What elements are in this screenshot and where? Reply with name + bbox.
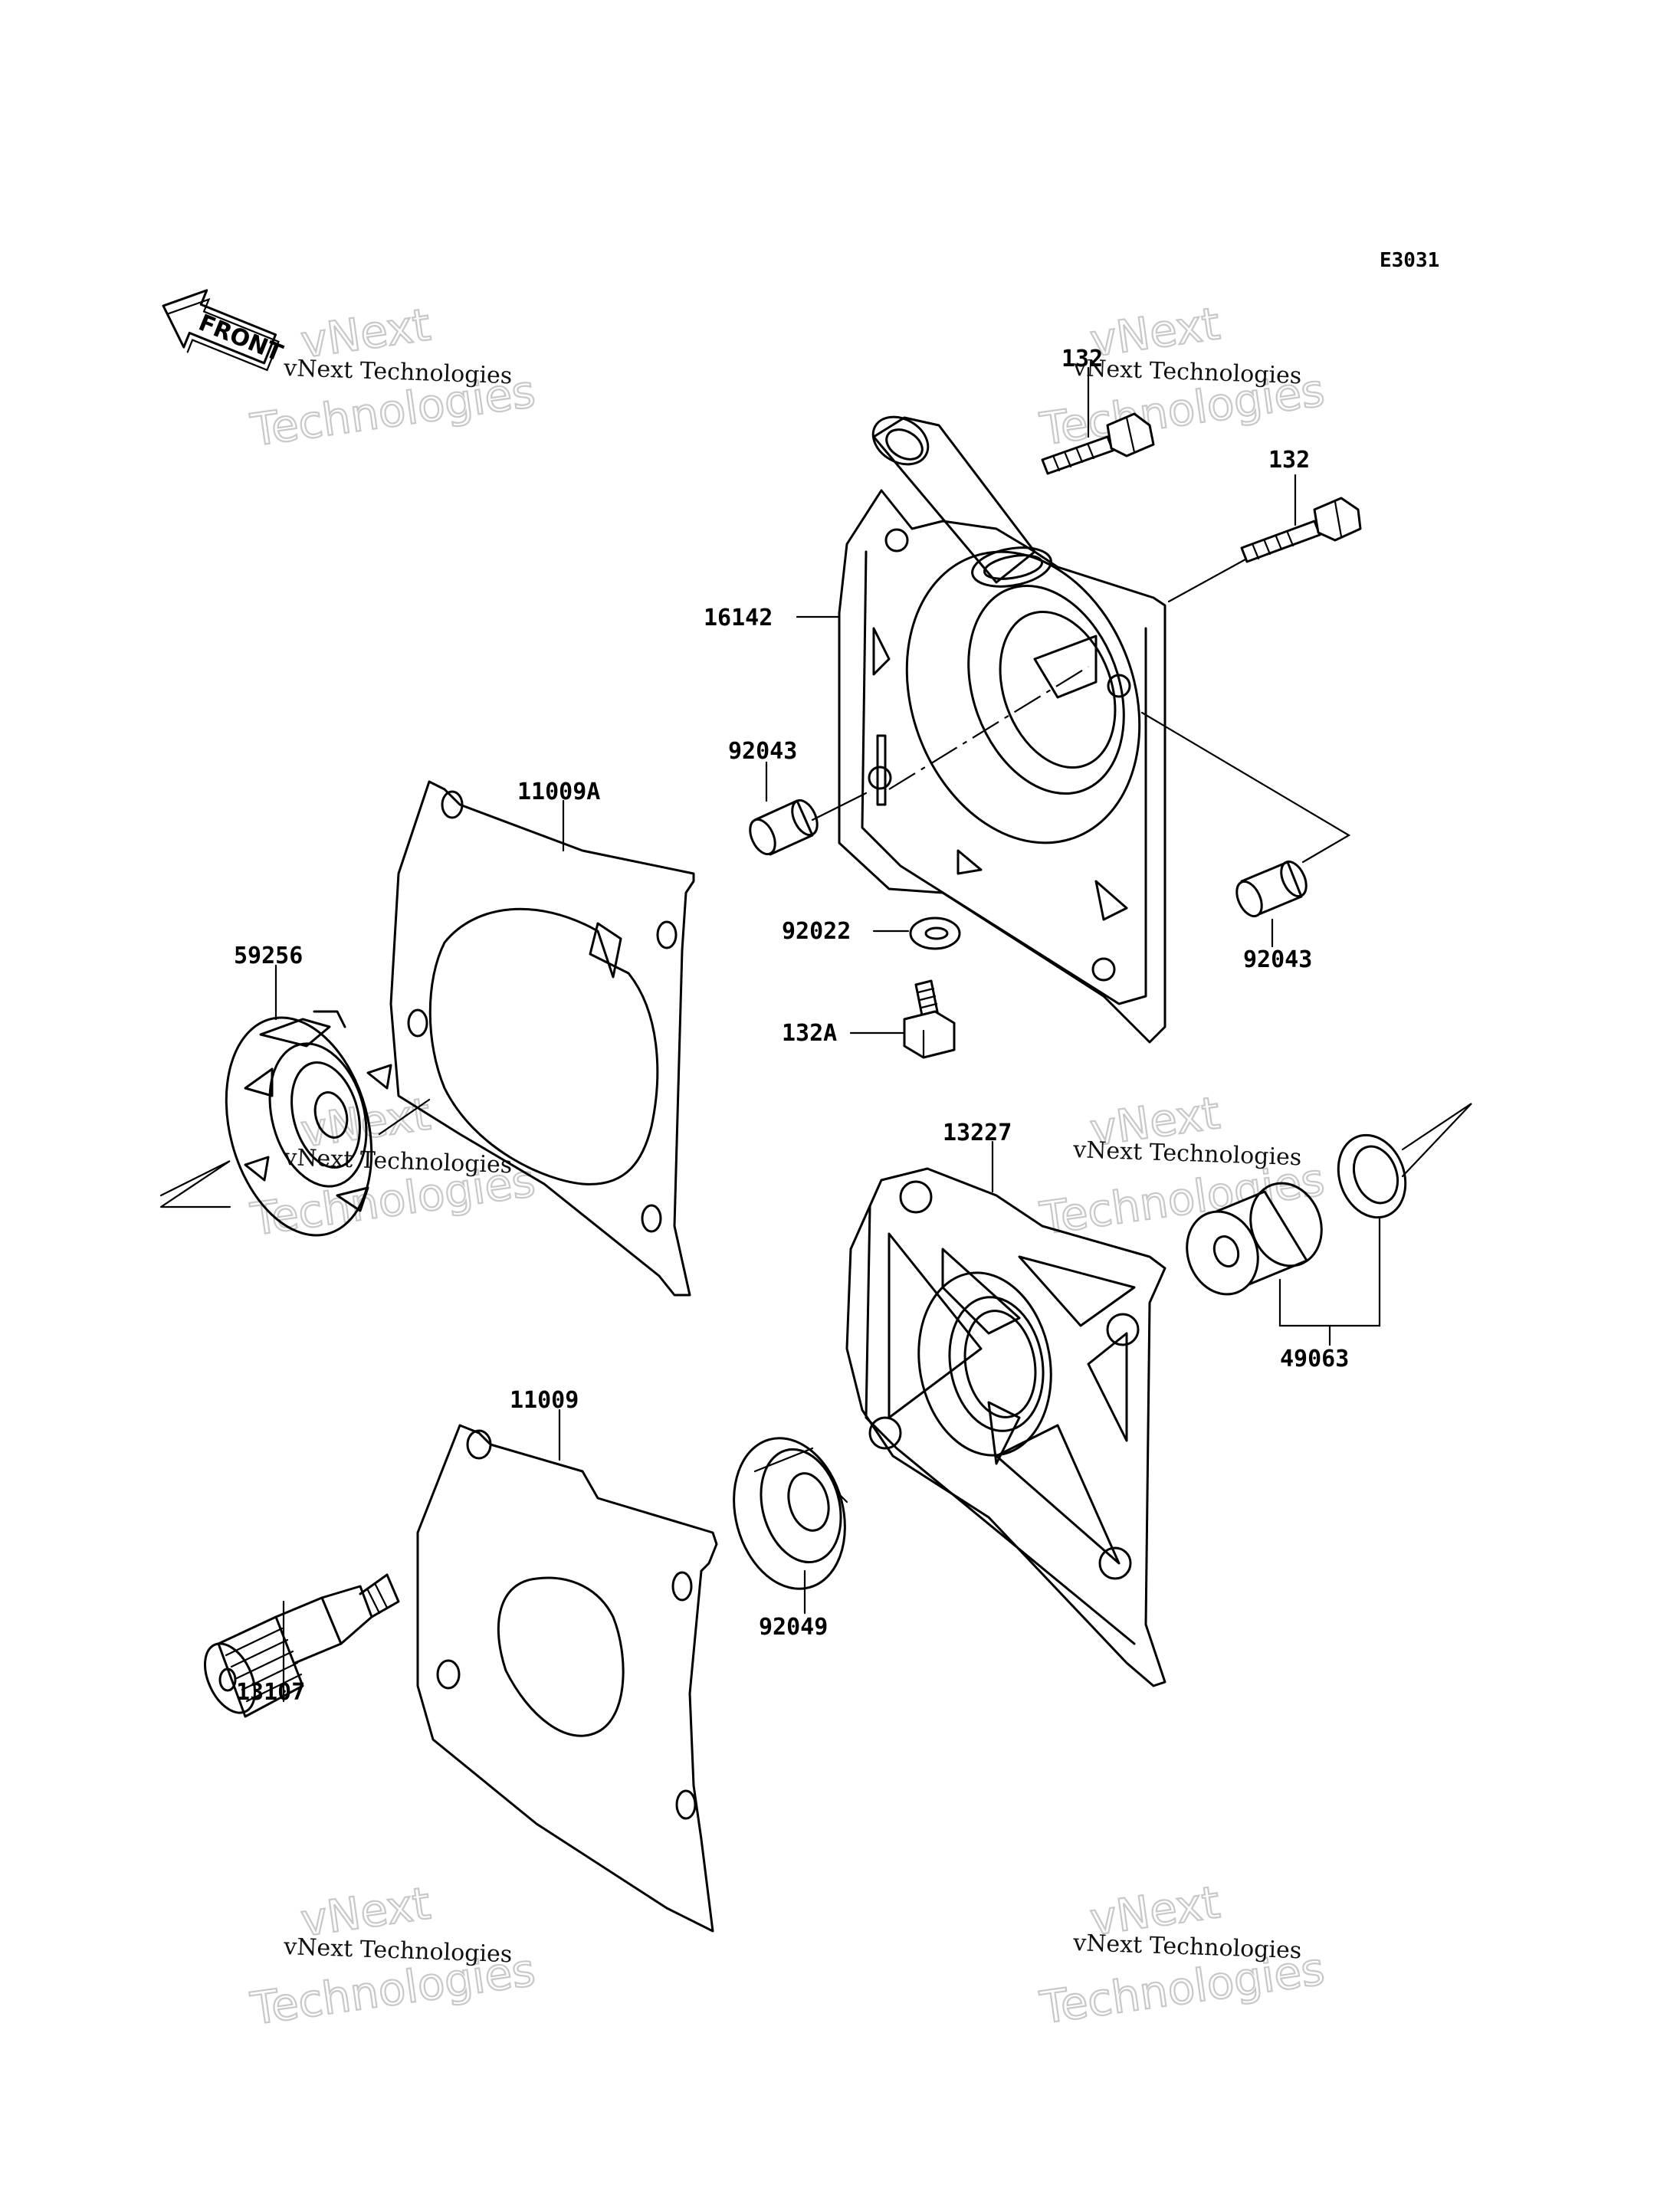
part-92022-washer	[909, 917, 961, 950]
part-49063-seal-set	[1186, 1133, 1407, 1296]
part-11009A-gasket	[389, 780, 695, 1297]
label-92043-left: 92043	[728, 738, 797, 765]
part-13107-sensor	[204, 1573, 400, 1718]
part-92043-dowel-right	[1235, 860, 1308, 918]
part-59256-impeller	[225, 1010, 392, 1237]
label-92043-right: 92043	[1243, 946, 1312, 973]
label-13227: 13227	[943, 1120, 1012, 1146]
label-59256: 59256	[234, 943, 303, 969]
watermark-text-top-right: vNext Technologies	[1072, 355, 1302, 389]
diagram-code: E3031	[1380, 249, 1439, 272]
part-11009-gasket	[416, 1424, 718, 1933]
label-132-right: 132	[1268, 447, 1310, 474]
label-49063: 49063	[1280, 1346, 1349, 1372]
label-13107: 13107	[236, 1679, 305, 1706]
part-132-bolt-top	[1041, 412, 1155, 475]
part-92043-dowel-left	[749, 798, 819, 856]
watermark-text-top-left: vNext Technologies	[283, 355, 513, 389]
part-13227-housing	[845, 1167, 1166, 1687]
label-132A: 132A	[782, 1020, 837, 1047]
watermark-text-bottom-left: vNext Technologies	[283, 1933, 513, 1968]
watermark-text-mid-right: vNext Technologies	[1072, 1136, 1302, 1171]
label-92049: 92049	[759, 1614, 828, 1641]
label-11009: 11009	[510, 1387, 579, 1414]
label-132-top: 132	[1061, 346, 1103, 372]
part-92049-seal	[733, 1437, 846, 1590]
watermark-text-bottom-right: vNext Technologies	[1072, 1930, 1302, 1964]
label-92022: 92022	[782, 918, 851, 945]
label-16142: 16142	[704, 605, 773, 631]
front-arrow-icon: FRONT	[162, 289, 287, 372]
part-132A-bolt	[903, 979, 956, 1059]
part-132-bolt-right	[1240, 497, 1362, 563]
part-16142-housing	[838, 415, 1166, 1044]
label-11009A: 11009A	[517, 779, 600, 805]
